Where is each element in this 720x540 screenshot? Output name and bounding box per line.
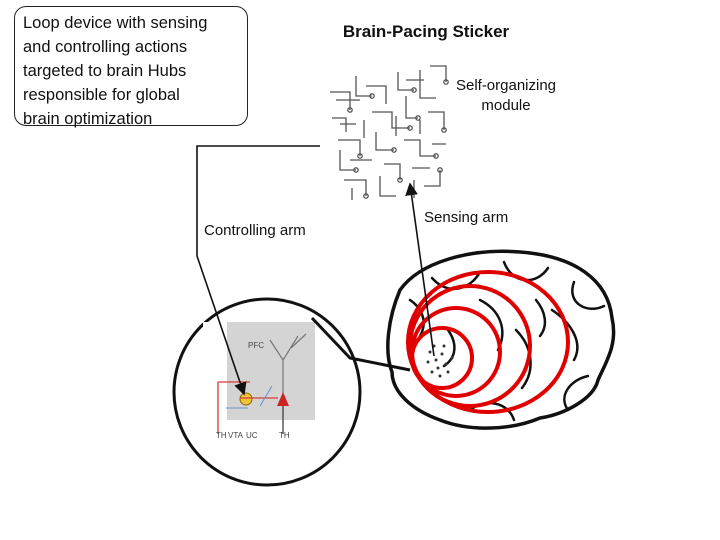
inset-bottom-label: TH (279, 431, 290, 440)
callout-line: Loop device with sensing (23, 14, 208, 32)
ring-inner (410, 326, 474, 390)
callout-line: brain optimization (23, 110, 153, 128)
callout-line: responsible for global (23, 86, 180, 104)
ring-outer (406, 270, 570, 414)
sensing-arm-label: Sensing arm (424, 209, 509, 226)
inset-bottom-label: TH (216, 431, 227, 440)
sensing-cluster (426, 344, 454, 378)
inset-bottom-label: VTA (228, 431, 244, 440)
callout-line: and controlling actions (23, 38, 188, 56)
stimulation-rings (406, 270, 570, 414)
inset-region-label: PFC (248, 341, 264, 350)
ring-3 (408, 284, 532, 408)
module-label-line1: Self-organizing (455, 77, 557, 94)
inset-connector (310, 316, 411, 372)
brain-icon (386, 249, 616, 430)
circuit-chip-icon (330, 65, 449, 200)
sensing-arm-wire (405, 182, 435, 357)
controlling-arm-wire (196, 145, 320, 396)
module-label: Self-organizing module (446, 76, 566, 116)
diagram-title: Brain-Pacing Sticker (342, 22, 510, 41)
callout-line: targeted to brain Hubs (23, 62, 187, 80)
neuron-diagram-icon: PFC TH VTA UC TH (203, 322, 315, 440)
controlling-arm-label: Controlling arm (204, 222, 306, 239)
description-callout: Loop device with sensing and controlling… (14, 6, 248, 128)
inset-bottom-label: UC (246, 431, 258, 440)
module-label-line2: module (481, 97, 531, 114)
